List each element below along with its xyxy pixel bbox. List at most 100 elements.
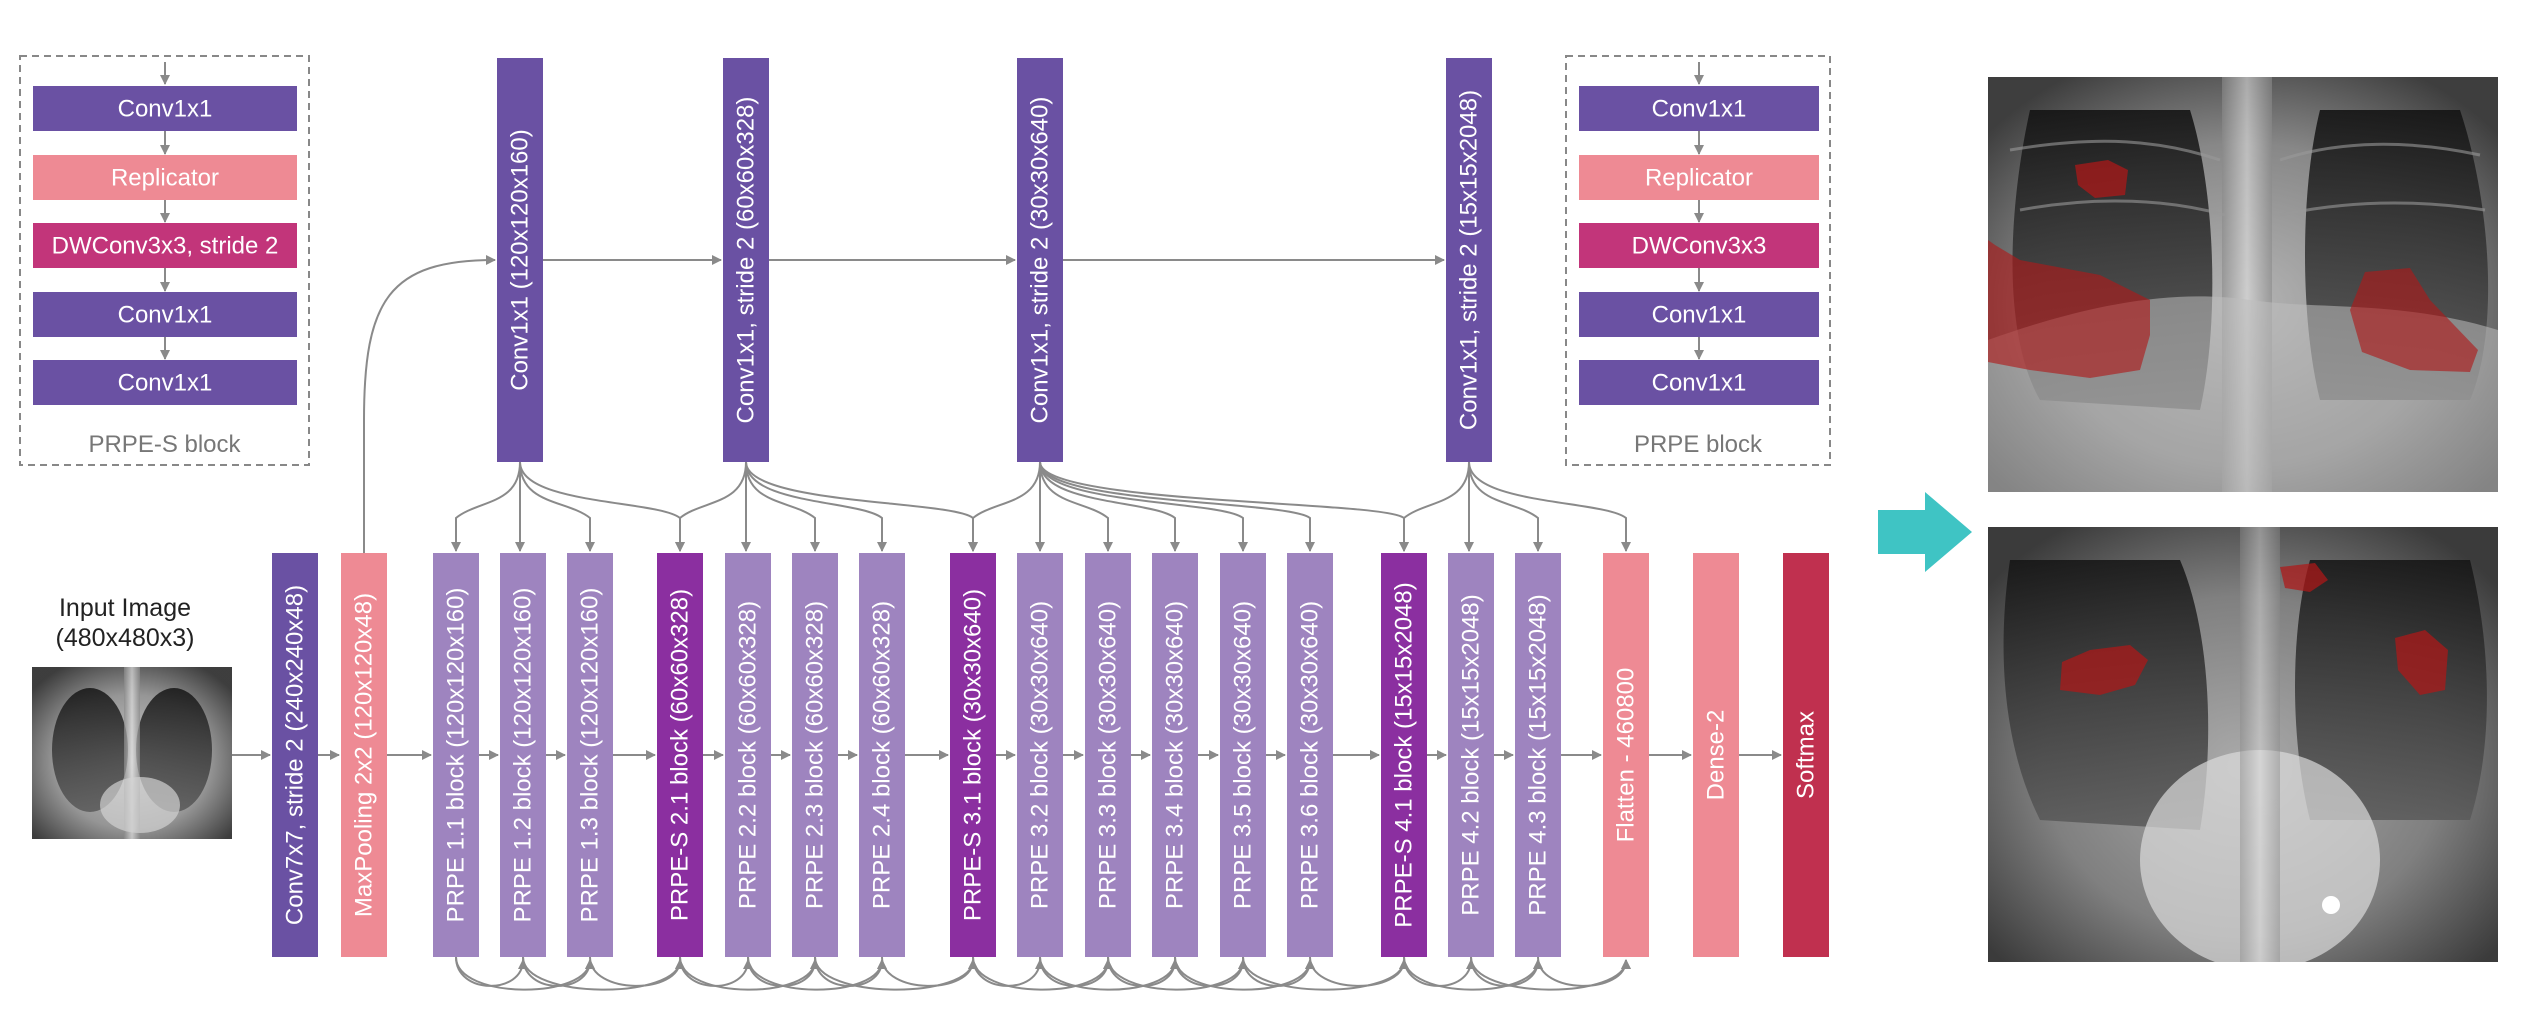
- shortcut-conv-rect: [723, 58, 769, 462]
- conv1x1-layer: [33, 292, 297, 337]
- dwconv3x3-stride-2-layer-label: DWConv3x3, stride 2: [52, 233, 279, 260]
- conv1x1-layer-label: Conv1x1: [118, 302, 213, 329]
- shortcut-fanout-arrow: [745, 461, 820, 552]
- main-block-label: PRPE 3.6 block (30x30x640): [1297, 601, 1324, 909]
- shortcut-fanout-arrow: [1039, 461, 1180, 552]
- main-block-label: PRPE 1.1 block (120x120x160): [443, 588, 470, 923]
- main-block-prpe-s-4-1-block-15x15x2048: PRPE-S 4.1 block (15x15x2048): [1381, 553, 1427, 957]
- heatmap-region-bottom-1: [2280, 563, 2328, 592]
- shortcut-fanout-arrow: [1039, 461, 1113, 552]
- shortcut-fanout-arrow: [1468, 461, 1631, 552]
- residual-skip-arrow: [522, 956, 685, 991]
- residual-skip-arrow: [747, 956, 820, 987]
- main-block-rect: [272, 553, 318, 957]
- main-block-prpe-2-3-block-60x60x328: PRPE 2.3 block (60x60x328): [792, 553, 838, 957]
- residual-skip-arrow: [1537, 956, 1631, 987]
- shortcut-conv-row: Conv1x1 (120x120x160) Conv1x1, stride 2 (…: [497, 58, 1492, 462]
- main-block-rect: [341, 553, 387, 957]
- main-block-prpe-3-2-block-30x30x640: PRPE 3.2 block (30x30x640): [1017, 553, 1063, 957]
- main-block-label: PRPE 4.2 block (15x15x2048): [1458, 594, 1485, 916]
- residual-skip-arrow: [881, 956, 978, 987]
- prpe-block-legend: Conv1x1ReplicatorDWConv3x3Conv1x1Conv1x1…: [1565, 55, 1831, 466]
- main-block-rect: [1515, 553, 1561, 957]
- residual-skip-arrow: [1403, 956, 1476, 987]
- main-block-dense-2: Dense-2: [1693, 553, 1739, 957]
- conv1x1-layer: [1579, 360, 1819, 405]
- prpe-s-block-caption: PRPE-S block: [88, 431, 241, 458]
- shortcut-conv-label: Conv1x1 (120x120x160): [507, 129, 534, 391]
- main-block-prpe-4-3-block-15x15x2048: PRPE 4.3 block (15x15x2048): [1515, 553, 1561, 957]
- shortcut-fanout-arrow: [1399, 461, 1470, 552]
- shortcut-fanout-arrow: [1039, 461, 1315, 552]
- residual-skip-arrow: [589, 956, 685, 987]
- prpe-block-caption: PRPE block: [1634, 431, 1763, 458]
- shortcut-conv-rect: [1017, 58, 1063, 462]
- main-block-label: Softmax: [1793, 711, 1820, 799]
- shortcut-conv-4: Conv1x1, stride 2 (15x15x2048): [1446, 58, 1492, 462]
- conv1x1-layer: [1579, 86, 1819, 131]
- conv1x1-layer: [1579, 292, 1819, 337]
- main-block-prpe-s-3-1-block-30x30x640: PRPE-S 3.1 block (30x30x640): [950, 553, 996, 957]
- shortcut-fanout-arrow: [745, 461, 887, 552]
- output-xray-bottom: [1988, 527, 2498, 962]
- main-block-label: PRPE 2.3 block (60x60x328): [802, 601, 829, 909]
- residual-skip-arrow: [1470, 956, 1631, 991]
- heatmap-region-bottom-3: [2395, 630, 2448, 695]
- shortcut-conv-label: Conv1x1, stride 2 (30x30x640): [1027, 97, 1054, 424]
- prpe-s-block-border: [19, 55, 310, 466]
- main-block-prpe-2-2-block-60x60x328: PRPE 2.2 block (60x60x328): [725, 553, 771, 957]
- residual-skip-arrow: [679, 956, 820, 991]
- main-block-label: PRPE 3.3 block (30x30x640): [1095, 601, 1122, 909]
- main-block-prpe-3-6-block-30x30x640: PRPE 3.6 block (30x30x640): [1287, 553, 1333, 957]
- replicator-layer-label: Replicator: [1645, 165, 1753, 192]
- shortcut-fanout-arrow: [675, 461, 747, 552]
- main-block-rect: [1017, 553, 1063, 957]
- conv1x1-layer-label: Conv1x1: [1652, 370, 1747, 397]
- dwconv3x3-stride-2-layer: [33, 223, 297, 268]
- input-image-title: Input Image: [59, 594, 191, 622]
- residual-skip-arrow: [1403, 956, 1543, 991]
- main-block-label: MaxPooling 2x2 (120x120x48): [351, 593, 378, 917]
- shortcut-fanout-arrow: [1468, 461, 1543, 552]
- input-xray-thumbnail: [32, 667, 232, 839]
- main-block-label: Conv7x7, stride 2 (240x240x48): [282, 585, 309, 925]
- main-block-rect: [1220, 553, 1266, 957]
- replicator-layer: [33, 155, 297, 200]
- main-block-rect: [950, 553, 996, 957]
- heatmap-region-bottom-2: [2060, 645, 2148, 695]
- heatmap-region-top-1: [2075, 160, 2128, 198]
- shortcut-fanout-arrow: [1039, 461, 1409, 552]
- residual-skip-arrow: [747, 956, 887, 991]
- main-block-maxpooling-2x2-120x120x48: MaxPooling 2x2 (120x120x48): [341, 553, 387, 957]
- shortcut-conv-2: Conv1x1, stride 2 (60x60x328): [723, 58, 769, 462]
- main-block-rect: [1287, 553, 1333, 957]
- main-block-rect: [1693, 553, 1739, 957]
- main-block-prpe-s-2-1-block-60x60x328: PRPE-S 2.1 block (60x60x328): [657, 553, 703, 957]
- shortcut-fanout-arrow: [519, 461, 685, 552]
- conv1x1-layer: [33, 360, 297, 405]
- main-block-prpe-1-2-block-120x120x160: PRPE 1.2 block (120x120x160): [500, 553, 546, 957]
- residual-skip-arrow: [1242, 956, 1315, 987]
- main-block-rect: [500, 553, 546, 957]
- input-image-panel: Input Image (480x480x3): [32, 594, 232, 839]
- main-block-prpe-4-2-block-15x15x2048: PRPE 4.2 block (15x15x2048): [1448, 553, 1494, 957]
- residual-skip-arrow: [814, 956, 978, 991]
- residual-skip-arrow: [455, 956, 528, 987]
- main-block-rect: [1085, 553, 1131, 957]
- residual-skip-arrow: [1107, 956, 1248, 991]
- main-block-rect: [567, 553, 613, 957]
- residual-skip-arrow: [522, 956, 595, 987]
- residual-skip-arrow: [972, 956, 1113, 991]
- output-xray-top: [1988, 77, 2498, 492]
- main-block-label: Flatten - 460800: [1613, 668, 1640, 843]
- residual-skip-arrow: [972, 956, 1045, 987]
- residual-skip-arrow: [1039, 956, 1113, 987]
- main-block-rect: [725, 553, 771, 957]
- main-block-label: PRPE-S 2.1 block (60x60x328): [667, 589, 694, 921]
- main-block-prpe-3-5-block-30x30x640: PRPE 3.5 block (30x30x640): [1220, 553, 1266, 957]
- replicator-layer: [1579, 155, 1819, 200]
- conv1x1-layer-label: Conv1x1: [118, 370, 213, 397]
- main-block-label: PRPE 1.3 block (120x120x160): [577, 588, 604, 923]
- residual-skip-arrow: [1174, 956, 1315, 991]
